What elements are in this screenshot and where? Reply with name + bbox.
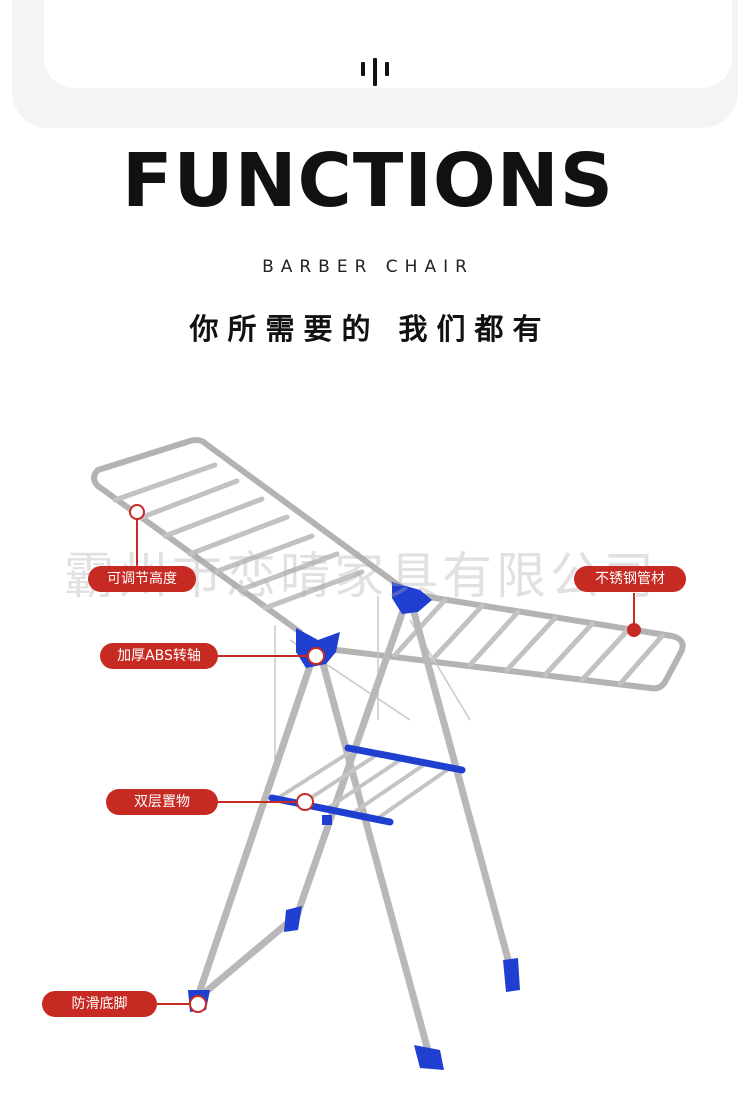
anti-slip-feet: [188, 906, 520, 1070]
page-subtitle: BARBER CHAIR: [262, 257, 474, 277]
page-title: FUNCTIONS: [121, 138, 615, 224]
left-wing-rungs: [112, 462, 365, 611]
callout-feet-label: 防滑底脚: [42, 991, 157, 1017]
header-card: [12, 0, 738, 128]
slogan: 你所需要的 我们都有: [189, 312, 551, 346]
callout-steel-label: 不锈钢管材: [574, 566, 686, 592]
legs: [192, 601, 519, 1062]
left-wing: [91, 437, 408, 635]
brand-bars-icon: [359, 58, 391, 86]
right-wing: [317, 591, 686, 692]
right-wing-rungs: [392, 597, 665, 687]
callout-height-label: 可调节高度: [88, 566, 196, 592]
callout-shelf-label: 双层置物: [106, 789, 218, 815]
callout-leaders: [129, 504, 641, 1013]
callout-hinge-label: 加厚ABS转轴: [100, 643, 218, 669]
